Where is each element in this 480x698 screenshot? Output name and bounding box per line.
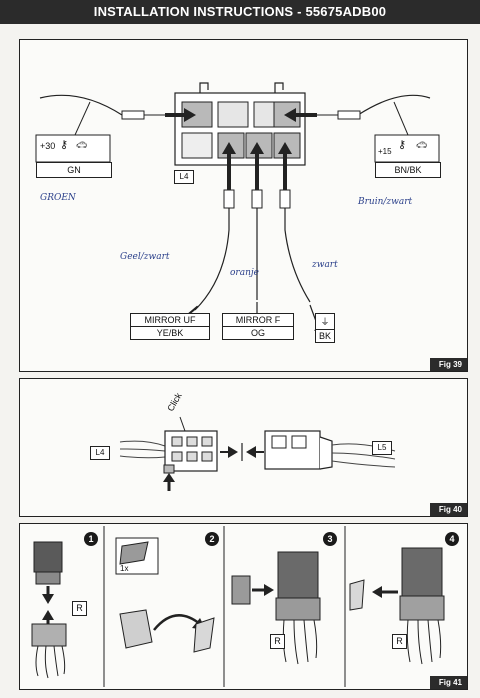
connector-mating-diagram bbox=[119, 416, 396, 491]
figure-tag: Fig 40 bbox=[429, 503, 467, 516]
car-icon: 🚗︎ bbox=[416, 140, 428, 150]
step-1-number: 1 bbox=[84, 532, 98, 546]
car-icon: 🚗︎ bbox=[76, 140, 88, 150]
wire-color: OG bbox=[222, 327, 294, 340]
connector-label-right: L5 bbox=[372, 441, 392, 455]
figure-tag: Fig 39 bbox=[429, 358, 467, 371]
left-pin-color: GN bbox=[36, 162, 112, 178]
figure-tag: Fig 41 bbox=[429, 676, 467, 689]
step-4-relay-label: R bbox=[392, 634, 407, 649]
wiring-diagram bbox=[35, 82, 440, 339]
right-pin-code: +15 bbox=[378, 147, 392, 156]
right-pin-handwritten-note: Bruin/zwart bbox=[358, 197, 413, 207]
key-icon: ⚷ bbox=[60, 139, 69, 151]
step-2-number: 2 bbox=[205, 532, 219, 546]
right-pin-color: BN/BK bbox=[375, 162, 441, 178]
wire-name: MIRROR UF bbox=[130, 313, 210, 327]
wire-label-mirror-uf: MIRROR UF YE/BK bbox=[130, 313, 210, 340]
figure-39-panel: +30 ⚷ 🚗︎ GN GROEN +15 ⚷ 🚗︎ BN/BK Bruin/z… bbox=[19, 39, 468, 372]
wire-label-ground: ⏚ BK bbox=[315, 313, 335, 343]
relay-steps-diagram bbox=[31, 526, 445, 687]
step-3-number: 3 bbox=[323, 532, 337, 546]
step-2-count: 1x bbox=[120, 564, 129, 573]
step-3-relay-label: R bbox=[270, 634, 285, 649]
wire-note-3: zwart bbox=[312, 260, 338, 270]
page-header: INSTALLATION INSTRUCTIONS - 55675ADB00 bbox=[0, 0, 480, 24]
step-1-relay-label: R bbox=[72, 601, 87, 616]
wire-note-2: oranje bbox=[230, 268, 259, 278]
step-4-number: 4 bbox=[445, 532, 459, 546]
wire-note-1: Geel/zwart bbox=[120, 252, 170, 262]
wire-color: YE/BK bbox=[130, 327, 210, 340]
left-pin-code: +30 bbox=[40, 141, 56, 151]
wire-name: MIRROR F bbox=[222, 313, 294, 327]
left-pin-handwritten-note: GROEN bbox=[40, 193, 76, 203]
page-title: INSTALLATION INSTRUCTIONS - 55675ADB00 bbox=[93, 4, 387, 19]
wire-color: BK bbox=[315, 330, 335, 343]
wire-label-mirror-f: MIRROR F OG bbox=[222, 313, 294, 340]
figure-41-panel: 1 2 3 4 R 1x R R Fig 41 bbox=[19, 523, 468, 690]
key-icon: ⚷ bbox=[398, 139, 407, 151]
figure-40-panel: Click L4 L5 Fig 40 bbox=[19, 378, 468, 517]
ground-icon: ⏚ bbox=[315, 313, 335, 330]
connector-label: L4 bbox=[174, 170, 194, 184]
connector-label-left: L4 bbox=[90, 446, 110, 460]
